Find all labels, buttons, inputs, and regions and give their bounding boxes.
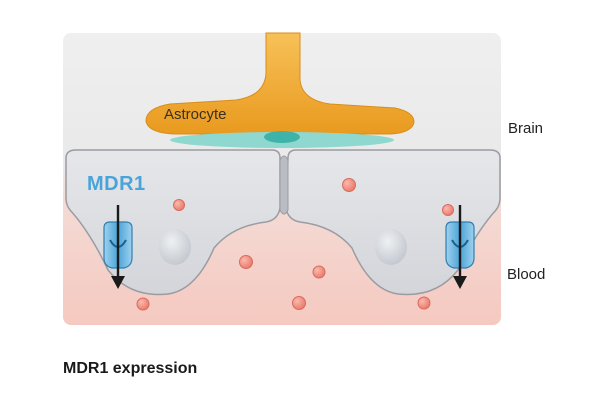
arrow-down-icon [111,205,125,289]
mdr1-label: MDR1 [87,173,146,195]
astrocyte [145,32,415,135]
endfoot-core [264,131,300,143]
molecule-dot-icon [342,178,356,192]
figure-caption: MDR1 expression [63,360,198,377]
nucleus-left [159,229,191,265]
nucleus-right [375,229,407,265]
molecule-dot-icon [312,265,326,279]
brain-label: Brain [508,120,544,137]
arrow-down-icon [453,205,467,289]
molecule-dot-icon [292,296,306,310]
molecule-dot-icon [173,199,185,211]
molecule-dot-icon [417,296,431,310]
molecule-dot-icon [136,297,150,311]
molecule-dot-icon [442,204,454,216]
astrocyte-label: Astrocyte [164,106,227,123]
molecule-dot-icon [239,255,253,269]
blood-label: Blood [507,266,546,283]
tight-junction [279,155,289,215]
